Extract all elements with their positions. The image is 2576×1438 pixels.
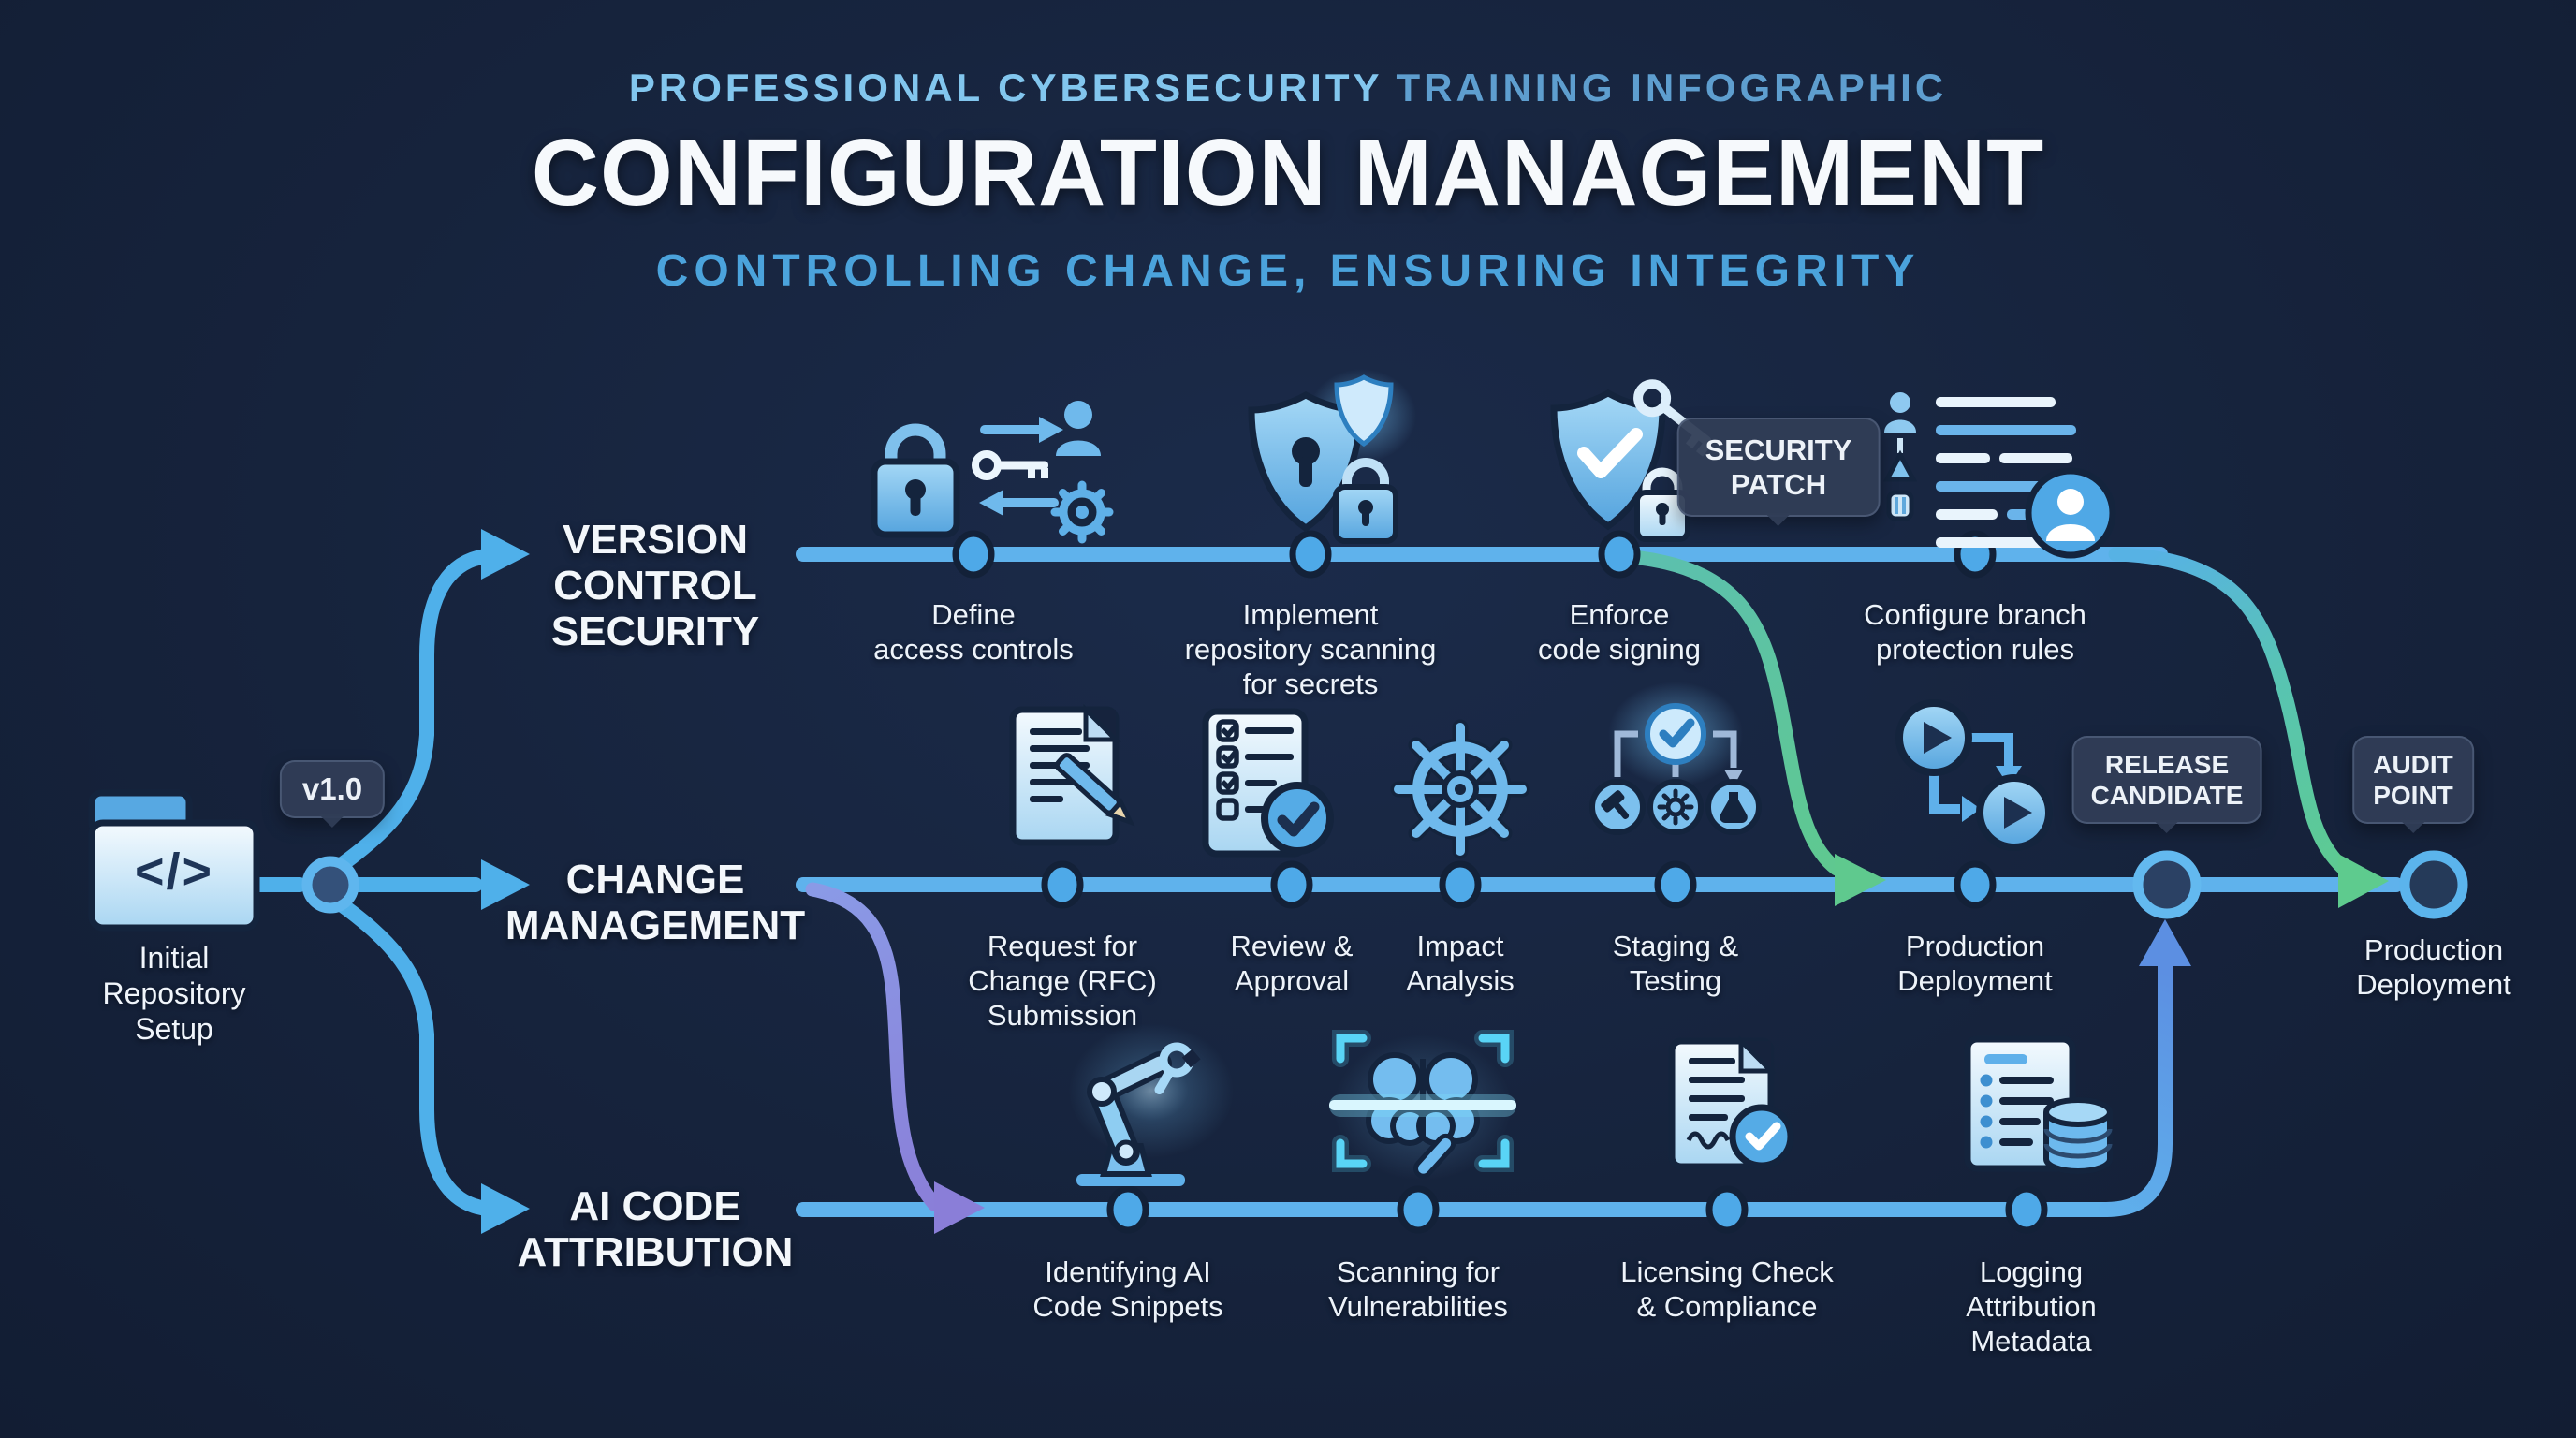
security-merge-curve	[1632, 550, 1844, 876]
eyebrow-title: PROFESSIONAL CYBERSECURITY TRAINING INFOG…	[629, 66, 1947, 110]
audit-point-node	[2399, 850, 2468, 919]
step-label-review-approval: Review & Approval	[1230, 930, 1354, 997]
release-merge-curve	[2108, 547, 2349, 874]
step-label-code-signing: Enforce code signing	[1537, 598, 1702, 666]
gear-icon	[1050, 480, 1114, 544]
metadata-database-icon	[1964, 1035, 2113, 1174]
final-production-deployment-label: Production Deployment	[2356, 933, 2511, 1001]
step-label-licensing-compliance: Licensing Check & Compliance	[1620, 1255, 1834, 1323]
step-label-production-deployment: Production Deployment	[1897, 930, 2053, 997]
wrench-icon	[1154, 1042, 1201, 1095]
code-folder-icon	[88, 789, 260, 932]
staging-testing-icon	[1589, 682, 1762, 835]
repository-scanning-icon	[1248, 369, 1416, 544]
review-approval-icon	[1202, 708, 1334, 858]
step-label-rfc-submission: Request for Change (RFC) Submission	[968, 930, 1157, 1032]
ai-return-curve	[2099, 959, 2173, 1217]
branch-protection-icon	[1882, 392, 2116, 559]
step-label-repository-scanning: Implement repository scanning for secret…	[1184, 598, 1437, 700]
step-label-logging-metadata: Logging Attribution Metadata	[1966, 1255, 2097, 1357]
release-candidate-node	[2132, 850, 2202, 919]
database-icon	[2043, 1097, 2113, 1174]
page-subtitle: CONTROLLING CHANGE, ENSURING INTEGRITY	[655, 246, 1921, 296]
initial-commit-node	[301, 856, 359, 914]
ai-return-arrow	[2139, 919, 2191, 966]
step-label-define-access-controls: Define access controls	[873, 598, 1074, 666]
branch-label-change-management: CHANGE MANAGEMENT	[505, 857, 806, 948]
hammer-icon	[1589, 779, 1646, 835]
branch-label-version-control-security: VERSION CONTROL SECURITY	[550, 517, 760, 654]
attribution-merge-arrow	[934, 1181, 985, 1234]
brain-scan-icon	[1329, 1030, 1516, 1181]
step-label-staging-testing: Staging & Testing	[1612, 930, 1739, 997]
access-controls-icon	[871, 401, 1114, 544]
split-arrow-change	[481, 859, 530, 910]
version-badge: v1.0	[279, 760, 386, 818]
robot-arm-icon	[1069, 1023, 1234, 1186]
branch-split-curves	[249, 549, 494, 1216]
pencil-icon	[1054, 753, 1135, 827]
code-glyph: </>	[134, 844, 214, 900]
release-merge-arrow	[2338, 854, 2389, 908]
initial-repository-label: Initial Repository Setup	[102, 941, 246, 1046]
step-label-impact-analysis: Impact Analysis	[1406, 930, 1515, 997]
security-patch-badge: SECURITY PATCH	[1676, 418, 1881, 517]
rfc-document-icon	[1009, 703, 1135, 846]
gear-icon	[1647, 779, 1704, 835]
eyebrow-secondary: TRAINING INFOGRAPHIC	[1396, 66, 1948, 110]
release-candidate-badge: RELEASE CANDIDATE	[2071, 736, 2262, 824]
step-label-branch-protection: Configure branch protection rules	[1864, 598, 2086, 666]
split-arrow-version	[481, 529, 530, 580]
audit-point-badge: AUDIT POINT	[2352, 736, 2474, 824]
security-merge-arrow	[1835, 854, 1886, 906]
branch-label-ai-code-attribution: AI CODE ATTRIBUTION	[517, 1183, 794, 1275]
eyebrow-primary: PROFESSIONAL CYBERSECURITY	[628, 66, 1383, 110]
license-check-icon	[1668, 1034, 1794, 1170]
flask-icon	[1705, 779, 1762, 835]
step-label-identifying-ai-snippets: Identifying AI Code Snippets	[1032, 1255, 1223, 1323]
page-title: CONFIGURATION MANAGEMENT	[531, 121, 2045, 226]
step-label-scanning-vulnerabilities: Scanning for Vulnerabilities	[1328, 1255, 1508, 1323]
magnifier-handle-icon	[1413, 1133, 1456, 1179]
production-pipeline-icon	[1895, 699, 2053, 851]
avatar-icon	[2025, 467, 2116, 559]
code-signing-icon	[1550, 379, 1712, 542]
split-arrow-ai	[481, 1183, 530, 1234]
attribution-branch-curve	[805, 882, 942, 1211]
impact-analysis-icon	[1390, 719, 1530, 859]
